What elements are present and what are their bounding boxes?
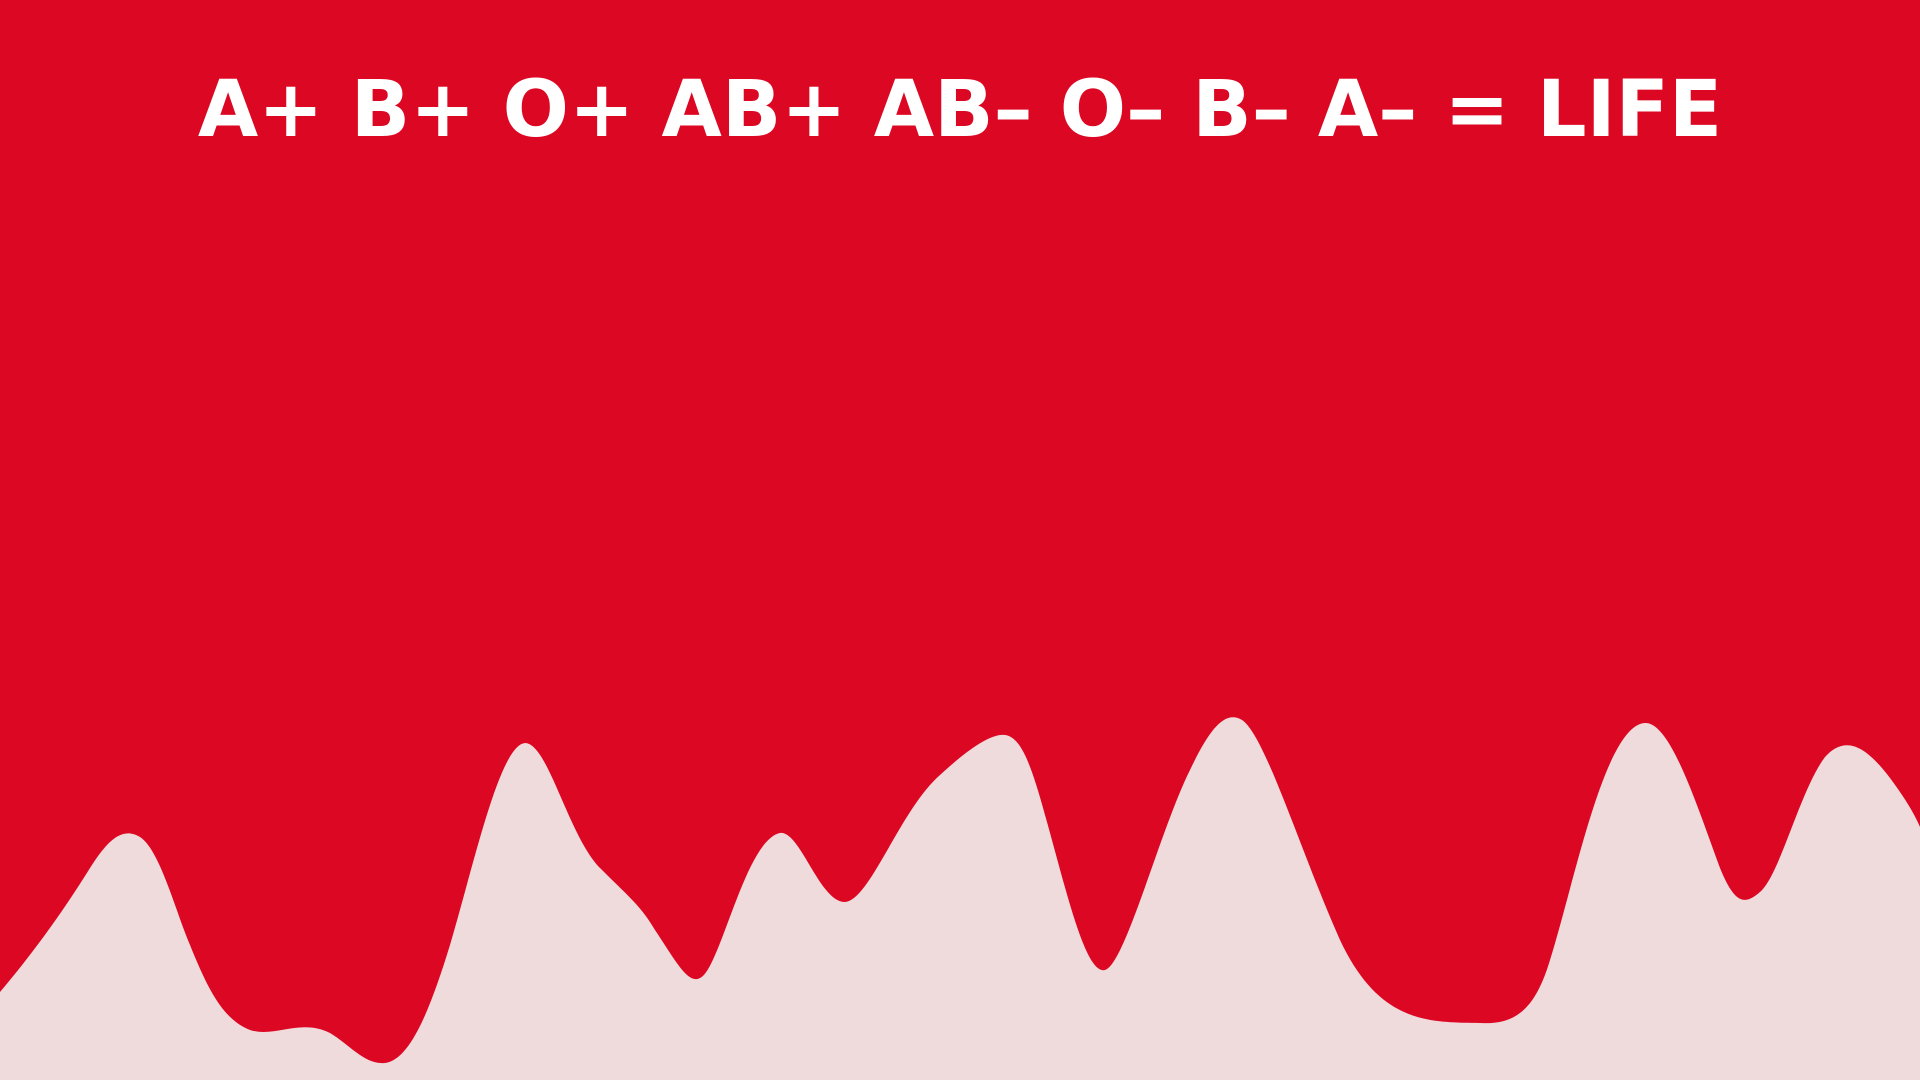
pale-wave-shape [0,717,1920,1080]
blood-types-headline: A+ B+ O+ AB+ AB– O– B– A– = LIFE [197,65,1723,155]
